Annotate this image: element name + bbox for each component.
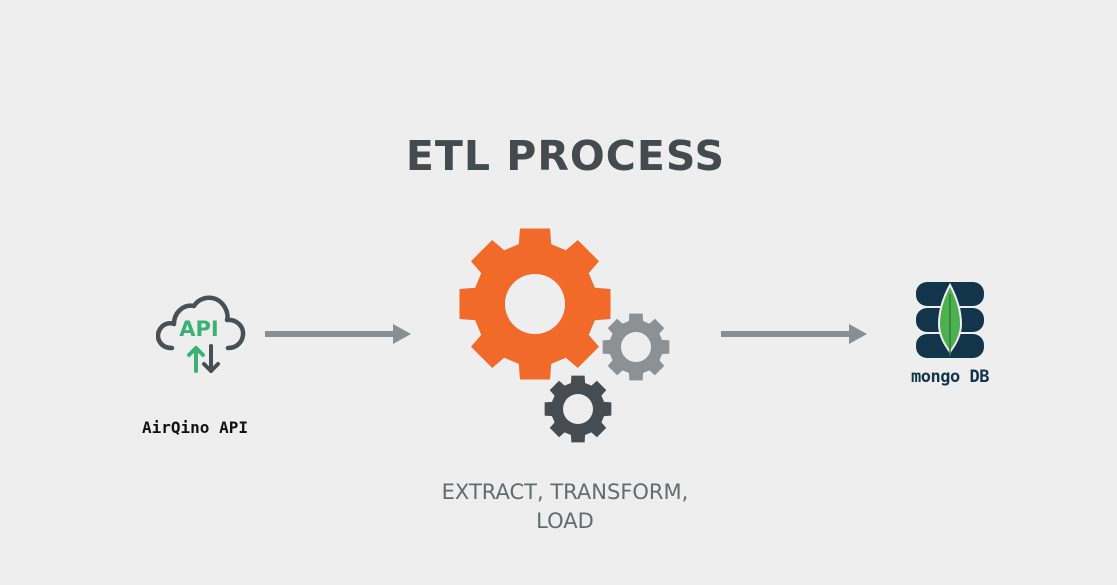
gear-large	[459, 228, 611, 380]
gear-medium	[602, 313, 670, 381]
diagram-title: ETL PROCESS	[405, 132, 726, 180]
diagram-subtitle: EXTRACT, TRANSFORM, LOAD	[380, 478, 750, 536]
gear-medium-hole	[621, 332, 651, 362]
arrow-right-icon	[721, 324, 867, 344]
gear-small	[544, 375, 612, 443]
mongodb-database-icon	[916, 282, 984, 358]
cloud-api-icon: API	[156, 295, 246, 373]
gear-large-hole	[505, 274, 565, 334]
arrow-right-icon	[265, 324, 411, 344]
gear-small-hole	[563, 394, 593, 424]
subtitle-line-2: LOAD	[536, 509, 594, 533]
destination-label: mongo DB	[911, 367, 989, 387]
api-icon-text: API	[179, 317, 218, 341]
gears-icon	[459, 228, 670, 443]
subtitle-line-1: EXTRACT, TRANSFORM,	[441, 480, 689, 504]
source-label: AirQino API	[142, 418, 248, 437]
